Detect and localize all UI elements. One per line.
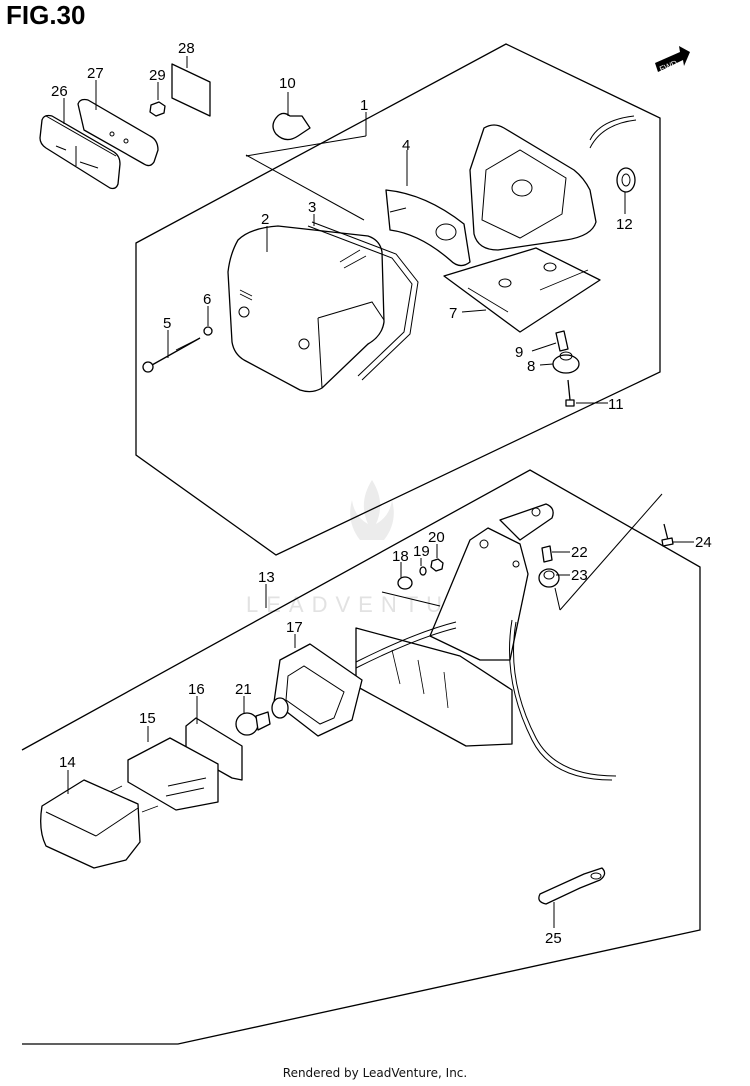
callout-6: 6 <box>203 291 211 308</box>
callout-2: 2 <box>261 211 269 228</box>
part-10-bulb <box>245 112 365 221</box>
callout-10: 10 <box>279 75 296 92</box>
callout-9: 9 <box>515 344 523 361</box>
part-9-spacer <box>555 330 569 352</box>
part-27-reflector-base <box>77 98 159 167</box>
callout-13: 13 <box>258 569 275 586</box>
callout-25: 25 <box>545 930 562 947</box>
part-3-gasket <box>307 221 419 381</box>
leader-lines <box>63 56 694 928</box>
part-8-grommet <box>552 351 580 374</box>
part-28-plate <box>171 63 211 117</box>
part-29-nut <box>149 101 166 117</box>
callout-19: 19 <box>413 543 430 560</box>
fwd-direction-icon: FWD <box>655 46 690 74</box>
part-23-grommet <box>538 568 560 588</box>
part-15-lens-cover <box>127 737 219 811</box>
callout-22: 22 <box>571 544 588 561</box>
part-11-bolt <box>565 379 575 407</box>
callout-28: 28 <box>178 40 195 57</box>
upper-assembly-frame <box>135 43 661 556</box>
callout-labels: 1 2 3 4 5 6 7 8 9 10 11 12 13 14 15 16 1… <box>51 40 712 947</box>
part-4-reflector-plate <box>385 189 471 267</box>
callout-1: 1 <box>360 97 368 114</box>
callout-11: 11 <box>608 396 624 413</box>
figure-title: FIG.30 <box>6 0 86 30</box>
part-12-grommet <box>616 167 636 193</box>
callout-24: 24 <box>695 534 712 551</box>
footer-credit: Rendered by LeadVenture, Inc. <box>282 1066 468 1080</box>
part-14-license-lens <box>40 779 159 869</box>
callout-8: 8 <box>527 358 535 375</box>
callout-12: 12 <box>616 216 633 233</box>
callout-17: 17 <box>286 619 303 636</box>
tail-light-housing <box>469 115 637 251</box>
part-19-washer <box>419 566 427 576</box>
callout-21: 21 <box>235 681 252 698</box>
callout-29: 29 <box>149 67 166 84</box>
callout-23: 23 <box>571 567 588 584</box>
part-5-screw <box>142 337 201 373</box>
callout-27: 27 <box>87 65 104 82</box>
license-bracket <box>355 503 617 781</box>
callout-15: 15 <box>139 710 156 727</box>
part-22-spacer <box>541 545 553 563</box>
part-17-socket-housing <box>271 643 363 737</box>
part-7-housing-base <box>443 247 601 333</box>
callout-26: 26 <box>51 83 68 100</box>
callout-4: 4 <box>402 137 410 154</box>
part-25-clamp <box>538 867 606 905</box>
lower-assembly-frame <box>21 469 701 1045</box>
callout-3: 3 <box>308 199 316 216</box>
callout-18: 18 <box>392 548 409 565</box>
callout-7: 7 <box>449 305 457 322</box>
part-21-bulb <box>235 711 271 736</box>
callout-20: 20 <box>428 529 445 546</box>
callout-14: 14 <box>59 754 76 771</box>
part-24-bolt <box>661 523 674 547</box>
part-26-reflector <box>39 114 121 190</box>
callout-5: 5 <box>163 315 171 332</box>
part-2-tail-lens <box>227 225 385 393</box>
callout-16: 16 <box>188 681 205 698</box>
part-20-nut <box>430 558 444 572</box>
part-18-screw <box>397 576 413 590</box>
part-6-washer <box>203 326 213 336</box>
